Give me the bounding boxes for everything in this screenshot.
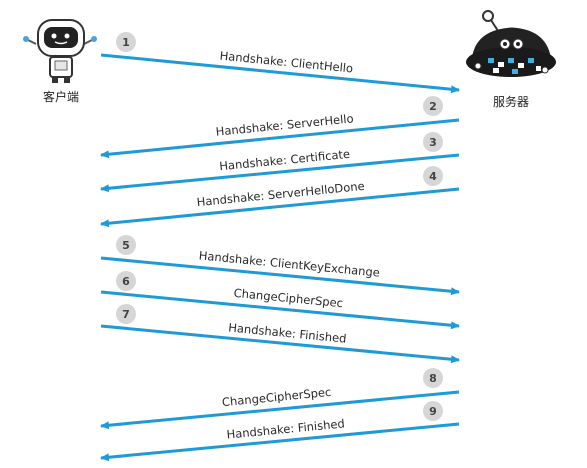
step-number: 4 — [429, 170, 437, 183]
step-badge — [423, 96, 443, 116]
server-label: 服务器 — [493, 94, 529, 109]
client-label: 客户端 — [43, 89, 79, 104]
step-badge — [116, 304, 136, 324]
message-label: Handshake: ServerHello — [215, 111, 354, 138]
message-2: 2 Handshake: ServerHello — [100, 96, 460, 159]
message-4: 4 Handshake: ServerHelloDone — [100, 166, 460, 228]
message-7: 7 Handshake: Finished — [100, 304, 460, 364]
message-label: Handshake: Finished — [228, 320, 347, 345]
message-6: 6 ChangeCipherSpec — [100, 271, 460, 330]
step-badge — [423, 132, 443, 152]
step-number: 9 — [429, 405, 437, 418]
message-label: Handshake: ServerHelloDone — [196, 179, 365, 209]
message-1: 1 Handshake: ClientHello — [100, 32, 460, 94]
step-number: 5 — [122, 239, 130, 252]
step-number: 2 — [429, 100, 437, 113]
step-number: 6 — [122, 275, 130, 288]
message-3: 3 Handshake: Certificate — [100, 132, 460, 193]
robot-server-icon — [466, 10, 556, 77]
robot-client-icon — [23, 19, 97, 83]
step-number: 8 — [429, 372, 437, 385]
message-5: 5 Handshake: ClientKeyExchange — [100, 235, 460, 296]
step-number: 1 — [122, 36, 130, 49]
step-badge — [116, 235, 136, 255]
message-label: Handshake: Certificate — [219, 147, 351, 174]
step-badge — [116, 32, 136, 52]
message-8: 8 ChangeCipherSpec — [100, 368, 460, 430]
step-badge — [116, 271, 136, 291]
step-badge — [423, 166, 443, 186]
step-badge — [423, 401, 443, 421]
step-number: 7 — [122, 308, 130, 321]
step-badge — [423, 368, 443, 388]
step-number: 3 — [429, 136, 437, 149]
message-label: Handshake: ClientHello — [219, 49, 354, 76]
